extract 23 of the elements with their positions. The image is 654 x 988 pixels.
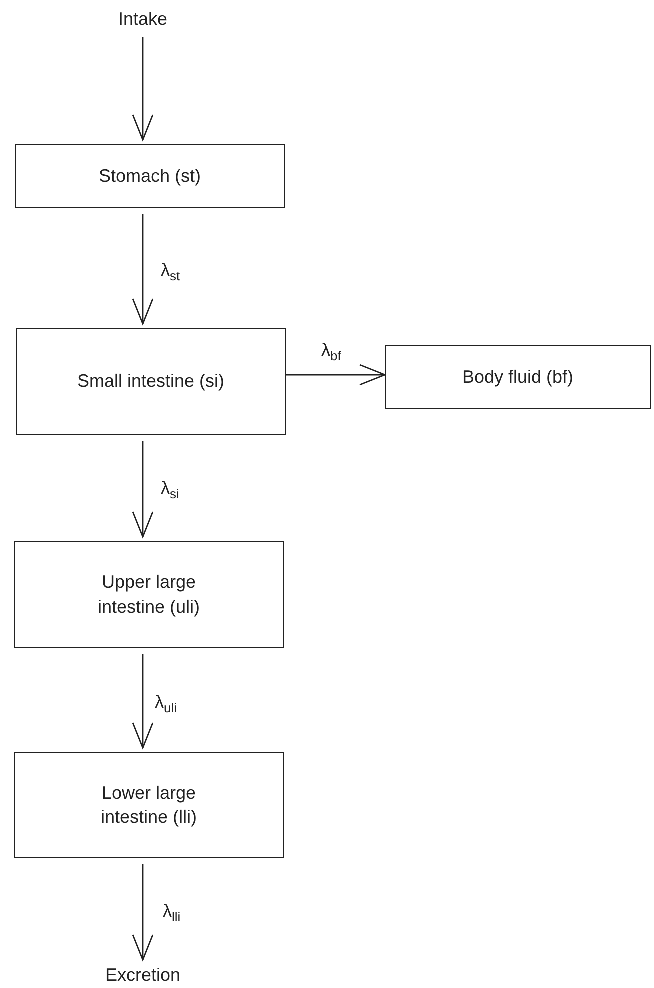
edge-label: λ$_{si}$ — [161, 479, 180, 502]
process-box — [16, 328, 286, 435]
edge-label: λ$_{bf}$ — [322, 341, 342, 364]
process-box — [14, 541, 284, 648]
box-label: Lower large intestine (lli) — [100, 782, 198, 829]
process-box — [15, 144, 285, 208]
box-label: Upper large intestine (uli) — [96, 571, 202, 619]
box-label: Stomach (st) — [98, 164, 202, 188]
arrow — [132, 441, 154, 538]
process-box — [14, 752, 284, 858]
edge-label: λ$_{lli}$ — [163, 902, 181, 924]
arrow — [132, 37, 154, 141]
edge-label: λ$_{st}$ — [161, 261, 180, 284]
edge-label: λ$_{uli}$ — [155, 693, 177, 716]
box-label: Small intestine (si) — [77, 370, 225, 394]
arrow — [132, 214, 154, 325]
arrow — [132, 654, 154, 749]
arrow — [286, 364, 386, 386]
flow-label: Excretion — [105, 964, 181, 987]
flow-label: Intake — [118, 8, 168, 31]
arrow — [132, 864, 154, 961]
box-label: Body fluid (bf) — [462, 366, 574, 389]
process-box — [385, 345, 651, 409]
